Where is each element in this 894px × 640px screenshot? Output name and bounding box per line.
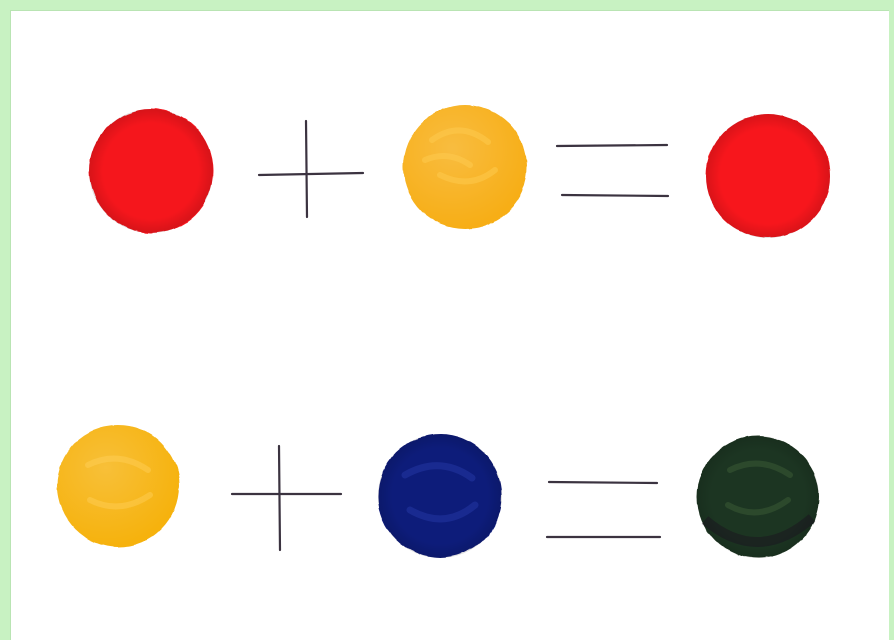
- color-circle-dark-blue: [378, 434, 502, 558]
- color-circle-orange-yellow-2: [57, 425, 179, 547]
- plus-sign: [259, 121, 363, 217]
- color-circle-red: [89, 109, 213, 233]
- color-circle-orange-yellow: [403, 105, 527, 229]
- plus-sign-2: [232, 446, 341, 550]
- equals-sign-2: [547, 482, 660, 537]
- equation-row-1: [89, 105, 830, 238]
- equation-row-2: [57, 425, 819, 558]
- equals-sign: [557, 145, 668, 196]
- color-circle-result-red: [706, 114, 830, 238]
- color-circle-dark-green: [697, 436, 819, 558]
